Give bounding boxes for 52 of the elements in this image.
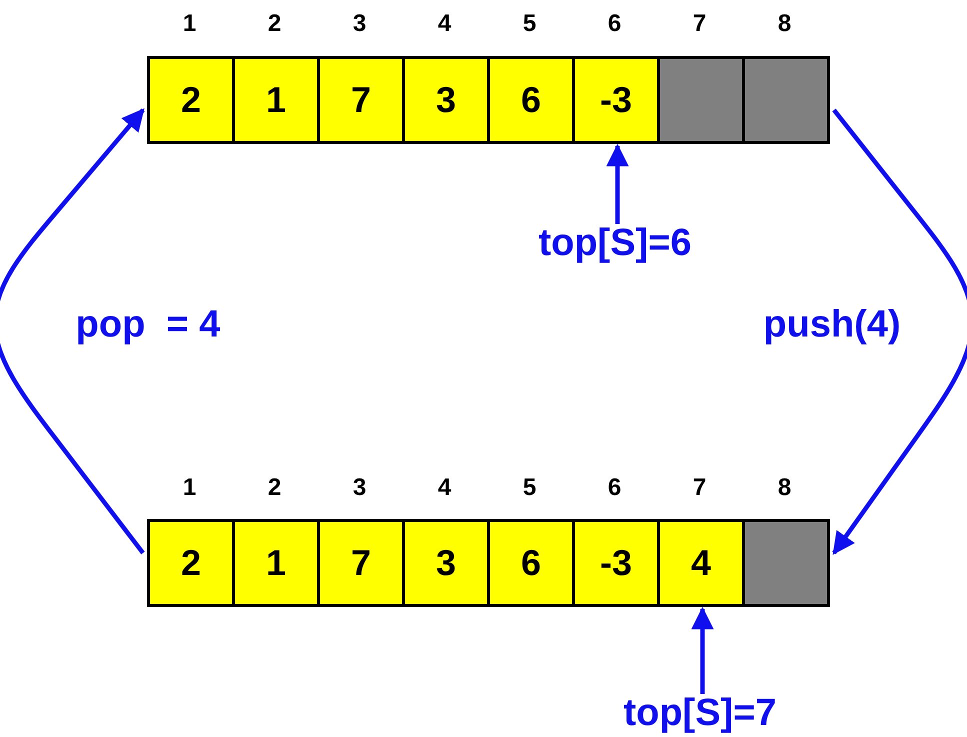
cell-value: 1 bbox=[266, 79, 286, 121]
cell-value: 3 bbox=[436, 542, 456, 584]
edge-label: push(4) bbox=[763, 304, 901, 346]
curved-arrow bbox=[0, 108, 145, 554]
array-cell bbox=[150, 522, 235, 604]
cell-value: 4 bbox=[690, 542, 712, 584]
index-number: 3 bbox=[352, 10, 368, 38]
index-number: 7 bbox=[692, 10, 708, 38]
index-number: 6 bbox=[606, 474, 622, 502]
index-number: 3 bbox=[352, 474, 368, 502]
cell-value: 7 bbox=[350, 79, 372, 121]
cell-value: 2 bbox=[180, 79, 202, 121]
cell-value: -3 bbox=[600, 79, 632, 121]
index-number: 4 bbox=[436, 474, 452, 502]
cell-value: 7 bbox=[350, 542, 372, 584]
array-cell bbox=[235, 59, 320, 141]
index-number: 5 bbox=[522, 474, 538, 502]
array-cell bbox=[490, 522, 575, 604]
array-cell bbox=[320, 522, 405, 604]
index-number: 2 bbox=[266, 10, 282, 38]
pointer-label: top[S]=6 bbox=[538, 222, 692, 264]
array-cell bbox=[490, 59, 575, 141]
array-strip bbox=[147, 519, 830, 607]
index-number: 4 bbox=[436, 10, 452, 38]
array-cell bbox=[405, 522, 490, 604]
edge-label: pop = 4 bbox=[76, 304, 220, 346]
array-strip bbox=[147, 56, 830, 144]
cell-value: 3 bbox=[436, 79, 456, 121]
pointer-label: top[S]=7 bbox=[623, 692, 777, 734]
index-number: 8 bbox=[776, 10, 792, 38]
index-number: 6 bbox=[606, 10, 622, 38]
index-number: 1 bbox=[182, 474, 198, 502]
array-cell bbox=[660, 522, 745, 604]
array-cell bbox=[320, 59, 405, 141]
curved-arrow bbox=[832, 108, 967, 555]
index-number: 7 bbox=[692, 474, 708, 502]
array-cell bbox=[575, 522, 660, 604]
index-number: 2 bbox=[266, 474, 282, 502]
array-cell bbox=[235, 522, 320, 604]
index-number: 8 bbox=[776, 474, 792, 502]
index-number: 5 bbox=[522, 10, 538, 38]
cell-value: -3 bbox=[600, 542, 632, 584]
array-cell bbox=[575, 59, 660, 141]
pointer-arrow bbox=[606, 144, 629, 224]
cell-value: 2 bbox=[180, 542, 202, 584]
array-cell bbox=[405, 59, 490, 141]
pointer-arrow bbox=[691, 606, 714, 694]
cell-value: 6 bbox=[520, 79, 542, 121]
cell-value: 6 bbox=[520, 542, 542, 584]
array-cell bbox=[150, 59, 235, 141]
cell-value: 1 bbox=[266, 542, 286, 584]
index-number: 1 bbox=[182, 10, 198, 38]
